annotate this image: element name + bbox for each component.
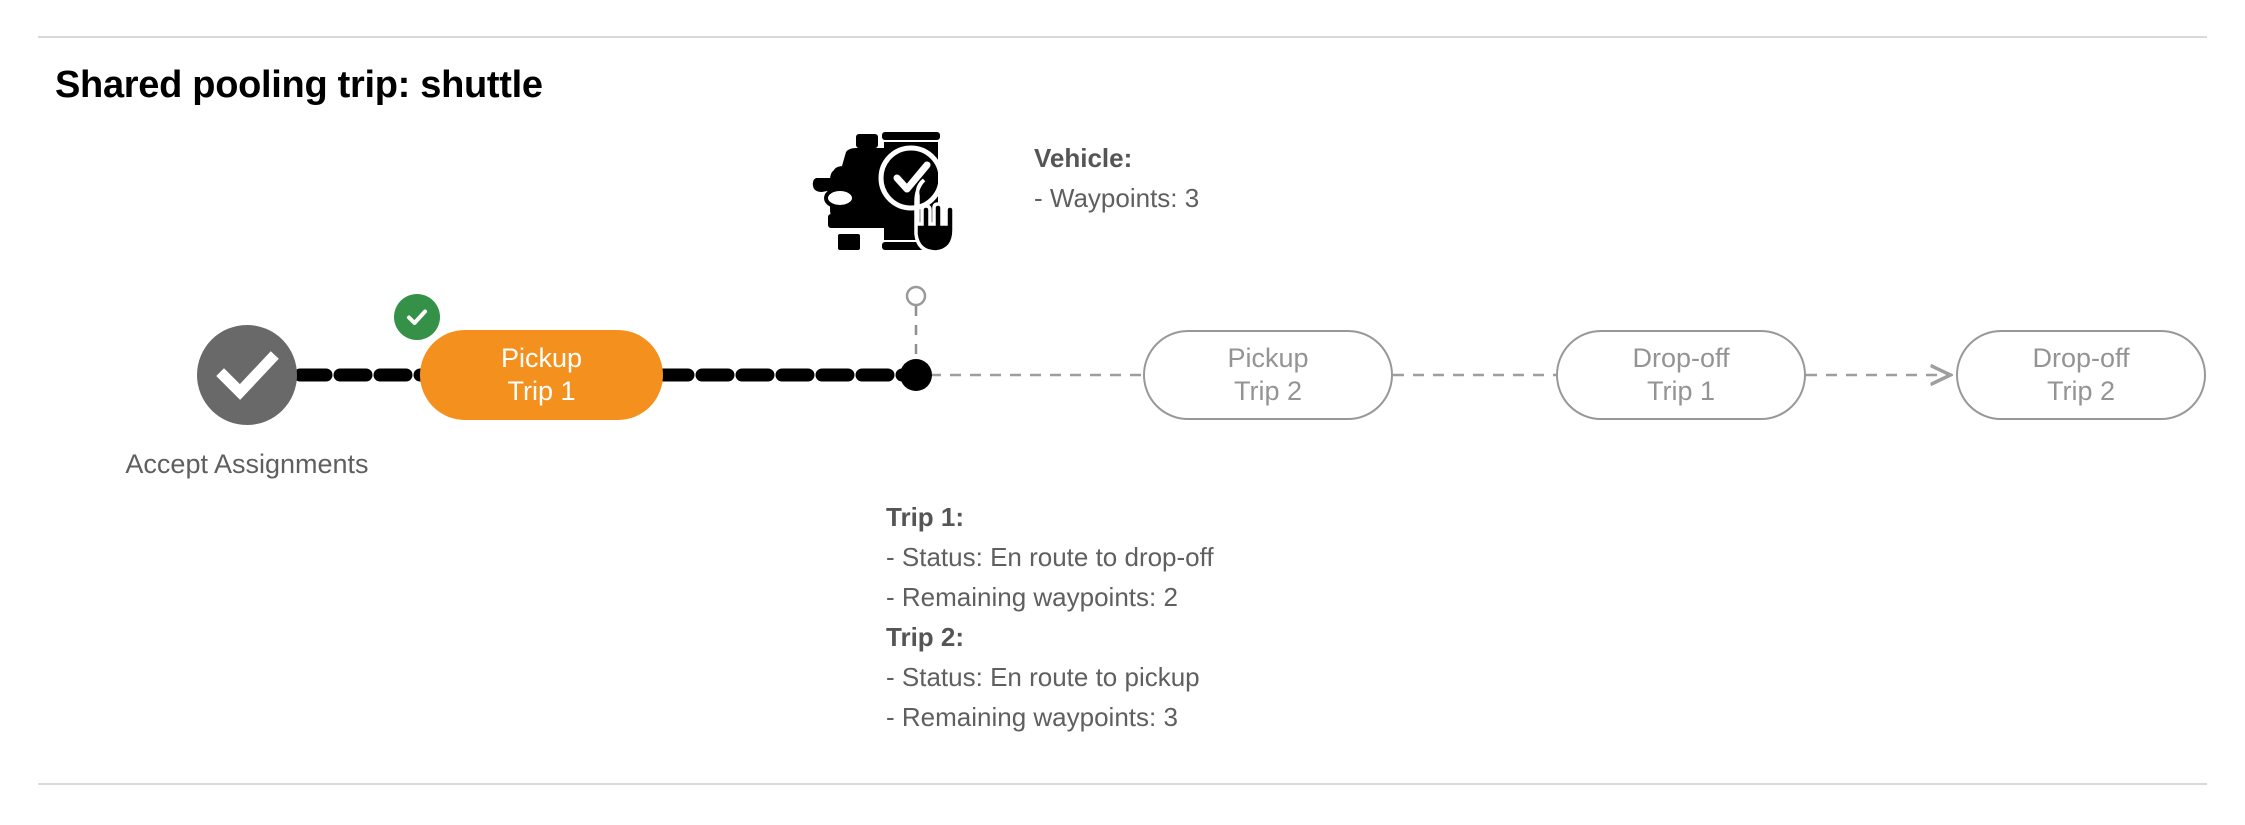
trip-1-status-label: - Status: bbox=[886, 542, 983, 572]
vehicle-waypoints-line: - Waypoints: 3 bbox=[1034, 183, 1200, 213]
page-title: Shared pooling trip: shuttle bbox=[55, 64, 543, 106]
accept-assignments-node[interactable] bbox=[197, 325, 297, 425]
trip-1-status-value: En route to drop-off bbox=[990, 542, 1214, 572]
trip-1-heading-colon: : bbox=[955, 502, 965, 532]
step-label-line-1: Pickup bbox=[500, 343, 583, 373]
vehicle-anchor-circle bbox=[905, 285, 927, 307]
top-divider bbox=[38, 36, 2207, 38]
trip-1-heading: Trip 1: bbox=[886, 497, 1214, 537]
step-dropoff-trip-1[interactable]: Drop-off Trip 1 bbox=[1556, 330, 1806, 420]
trip-2-status-value: En route to pickup bbox=[990, 662, 1200, 692]
accept-label-line-1: Accept bbox=[125, 449, 208, 479]
step-label-line-2: Trip 2 bbox=[1233, 376, 1302, 406]
vehicle-info-heading: Vehicle: bbox=[1034, 138, 1199, 178]
step-dropoff-trip-2[interactable]: Drop-off Trip 2 bbox=[1956, 330, 2206, 420]
vehicle-heading-text: Vehicle bbox=[1034, 143, 1124, 173]
vehicle-info-block: Vehicle: - Waypoints: 3 bbox=[1034, 138, 1199, 218]
step-label-line-1: Drop-off bbox=[1632, 343, 1730, 373]
trip-2-heading: Trip 2: bbox=[886, 617, 1214, 657]
car-phone-check-icon bbox=[812, 118, 972, 268]
vehicle-heading-colon: : bbox=[1123, 143, 1133, 173]
trip-1-heading-text: Trip 1 bbox=[886, 502, 956, 532]
step-pickup-trip-1[interactable]: Pickup Trip 1 bbox=[420, 330, 663, 420]
trip-1-status-line: - Status: En route to drop-off bbox=[886, 537, 1214, 577]
step-completed-badge bbox=[394, 294, 440, 340]
step-label-line-2: Trip 1 bbox=[507, 376, 576, 406]
step-label-line-2: Trip 2 bbox=[2046, 376, 2115, 406]
accept-assignments-label: Accept Assignments bbox=[97, 444, 397, 485]
step-label-line-1: Pickup bbox=[1227, 343, 1309, 373]
trip-2-heading-text: Trip 2 bbox=[886, 622, 956, 652]
accept-label-line-2: Assignments bbox=[213, 449, 369, 479]
step-label-line-1: Drop-off bbox=[2032, 343, 2130, 373]
check-circle-icon bbox=[216, 351, 279, 400]
trips-info-block: Trip 1: - Status: En route to drop-off -… bbox=[886, 497, 1214, 737]
step-pickup-trip-2[interactable]: Pickup Trip 2 bbox=[1143, 330, 1393, 420]
trip-2-status-line: - Status: En route to pickup bbox=[886, 657, 1214, 697]
bottom-divider bbox=[38, 783, 2207, 785]
trip-2-status-label: - Status: bbox=[886, 662, 983, 692]
check-icon bbox=[407, 309, 427, 325]
step-label-line-2: Trip 1 bbox=[1646, 376, 1715, 406]
trip-1-waypoints-line: - Remaining waypoints: 2 bbox=[886, 582, 1178, 612]
trip-2-heading-colon: : bbox=[955, 622, 965, 652]
vehicle-position-dot bbox=[900, 359, 932, 391]
trip-2-waypoints-line: - Remaining waypoints: 3 bbox=[886, 702, 1178, 732]
